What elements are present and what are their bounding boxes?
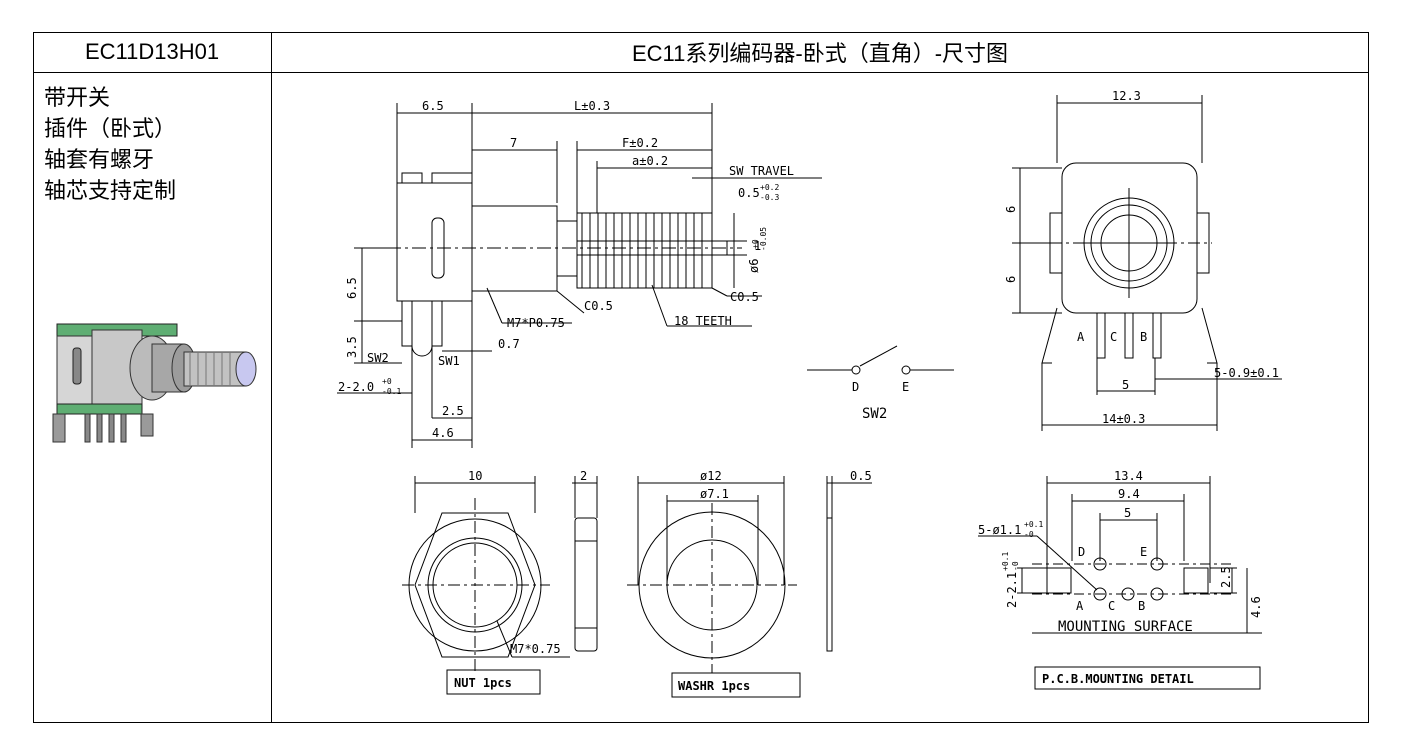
feature-list: 带开关 插件（卧式） 轴套有螺牙 轴芯支持定制 xyxy=(44,82,176,206)
dim-label: 4.6 xyxy=(432,426,454,440)
encoder-product-image xyxy=(52,323,257,443)
dim-label: 2.5 xyxy=(442,404,464,418)
pin-label: A xyxy=(1077,330,1085,344)
switch-symbol xyxy=(807,345,954,375)
dim-label: 9.4 xyxy=(1118,487,1140,501)
dim-label: 4.6 xyxy=(1249,596,1263,618)
dim-label: +0.1 xyxy=(1024,520,1043,529)
dim-label: L±0.3 xyxy=(574,99,610,113)
dim-label: 5 xyxy=(1122,378,1129,392)
dim-label: C0.5 xyxy=(730,290,759,304)
dim-label: 5 xyxy=(1124,506,1131,520)
nut-caption: NUT 1pcs xyxy=(454,676,512,690)
switch-pin-label: D xyxy=(852,380,859,394)
mounting-surface-label: MOUNTING SURFACE xyxy=(1058,619,1193,635)
dim-label: SW2 xyxy=(367,351,389,365)
pin-label: C xyxy=(1110,330,1117,344)
dim-label: -0 xyxy=(1024,530,1034,539)
dim-label: 7 xyxy=(510,136,517,150)
dim-label: 2-2.0 xyxy=(338,380,374,394)
left-column xyxy=(33,72,272,723)
dim-label: SW1 xyxy=(438,354,460,368)
pad-label: C xyxy=(1108,599,1115,613)
dim-label: ø12 xyxy=(700,469,722,483)
dim-label: M7*0.75 xyxy=(510,642,561,656)
dim-label: 6.5 xyxy=(345,277,359,299)
dimension-drawing: 6.5 L±0.3 7 F±0.2 a±0.2 SW TRAVEL 0.5 +0… xyxy=(337,89,1282,698)
front-view xyxy=(1012,95,1282,431)
pad-label: E xyxy=(1140,545,1147,559)
pcb-caption: P.C.B.MOUNTING DETAIL xyxy=(1042,672,1194,686)
dim-label: 6 xyxy=(1004,206,1018,213)
feature-item: 带开关 xyxy=(44,85,111,110)
dim-label: +0.2 xyxy=(760,183,779,192)
pcb-view xyxy=(978,476,1262,690)
dim-label: +0.1 xyxy=(1001,552,1010,571)
dim-label: 1 xyxy=(754,239,761,253)
dim-label: -0.05 xyxy=(759,227,768,251)
washer-caption: WASHR 1pcs xyxy=(678,679,750,693)
dim-label: 2.5 xyxy=(1219,566,1233,588)
pad-label: D xyxy=(1078,545,1085,559)
dim-label: ø6 xyxy=(747,259,761,273)
dim-label: +0 xyxy=(382,377,392,386)
dim-label: 2 xyxy=(580,469,587,483)
feature-item: 插件（卧式） xyxy=(44,116,177,141)
dim-label: 18 TEETH xyxy=(674,314,732,328)
dim-label: a±0.2 xyxy=(632,154,668,168)
dim-label: 10 xyxy=(468,469,482,483)
pad-label: A xyxy=(1076,599,1084,613)
nut-view xyxy=(402,476,598,695)
washer-view xyxy=(627,476,872,698)
pin-label: B xyxy=(1140,330,1147,344)
dim-label: M7*P0.75 xyxy=(507,316,565,330)
feature-item: 轴芯支持定制 xyxy=(44,178,177,203)
dim-label: 3.5 xyxy=(345,336,359,358)
switch-label: SW2 xyxy=(862,406,887,422)
dim-label: 6 xyxy=(1004,276,1018,283)
dim-label: 6.5 xyxy=(422,99,444,113)
dim-label: 0.7 xyxy=(498,337,520,351)
dim-label: 5-ø1.1 xyxy=(978,523,1021,537)
pad-label: B xyxy=(1138,599,1145,613)
dim-label: F±0.2 xyxy=(622,136,658,150)
side-view xyxy=(337,103,822,448)
drawing-frame xyxy=(33,32,1369,723)
dim-label: -0.3 xyxy=(760,193,779,202)
dim-label: 0.5 xyxy=(850,469,872,483)
dim-label: ø7.1 xyxy=(700,487,729,501)
feature-item: 轴套有螺牙 xyxy=(44,147,155,172)
drawing-title: EC11系列编码器-卧式（直角）-尺寸图 xyxy=(271,32,1369,73)
dim-label: SW TRAVEL xyxy=(729,164,794,178)
dim-label: 2-2.1 xyxy=(1005,572,1019,608)
dim-label: 5-0.9±0.1 xyxy=(1214,366,1279,380)
dim-label: 14±0.3 xyxy=(1102,412,1145,426)
part-number: EC11D13H01 xyxy=(33,32,272,73)
dim-label: 0.5 xyxy=(738,186,760,200)
dim-label: 12.3 xyxy=(1112,89,1141,103)
dim-label: C0.5 xyxy=(584,299,613,313)
dim-label: +0 xyxy=(751,239,760,249)
switch-pin-label: E xyxy=(902,380,909,394)
dim-label: -0 xyxy=(1011,561,1020,571)
dim-label: 13.4 xyxy=(1114,469,1143,483)
dim-label: -0.1 xyxy=(382,387,401,396)
